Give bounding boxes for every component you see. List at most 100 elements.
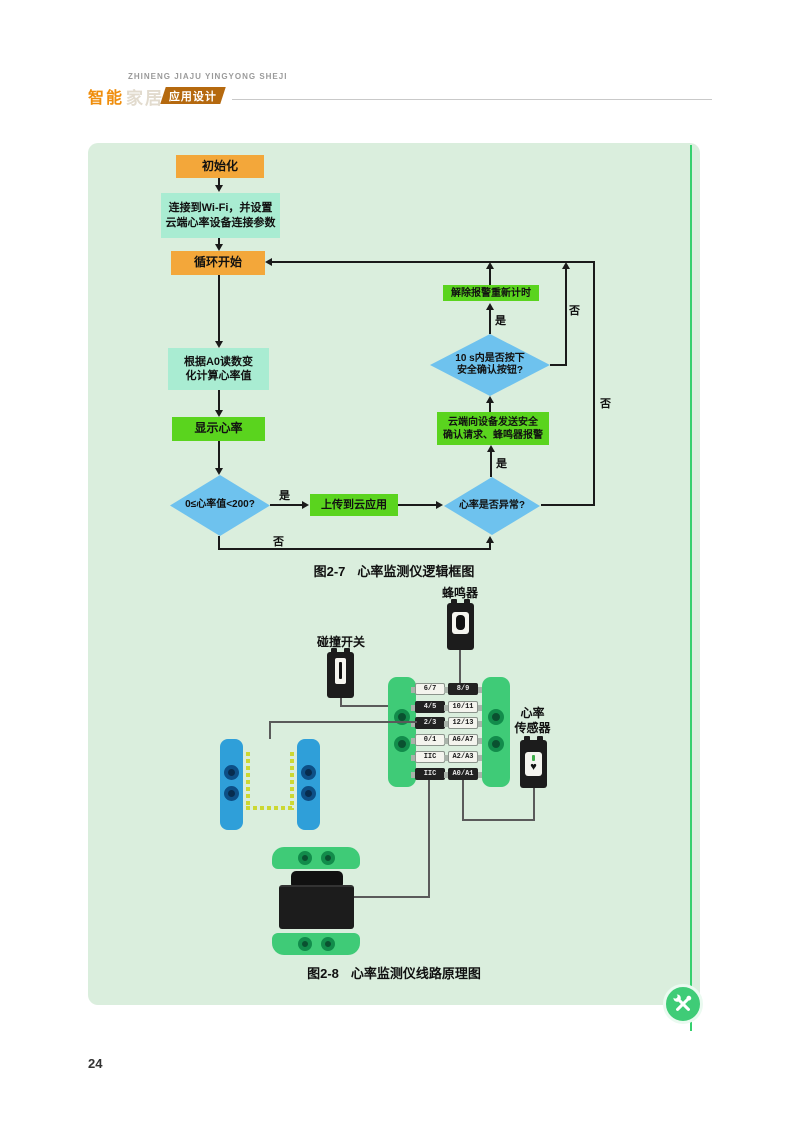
heart-rate-sensor-label: 心率 传感器	[514, 706, 551, 735]
figure-title: 心率监测仪逻辑框图	[357, 564, 475, 579]
connector	[593, 261, 595, 506]
hub-pin-6-7: 6/7	[411, 683, 449, 695]
wire	[459, 650, 461, 683]
label-yes: 是	[279, 490, 290, 502]
hub-pin-2-3: 2/3	[411, 717, 449, 729]
wire	[340, 698, 342, 707]
brand-title: 智能	[88, 90, 125, 107]
page-number: 24	[88, 1056, 103, 1071]
connector	[218, 548, 491, 550]
wire	[270, 721, 417, 723]
sensor-pulse-mark	[532, 755, 535, 761]
hub-pin-0-1: 0/1	[411, 734, 449, 746]
arrowhead	[486, 396, 494, 403]
brand-watermark: 家居	[126, 89, 164, 108]
hub-pin-10-11: 10/11	[444, 701, 482, 713]
flow-node-calc: 根据A0读数变 化计算心率值	[168, 348, 269, 390]
wire	[340, 705, 417, 707]
screw-connector	[224, 786, 239, 801]
wire	[462, 819, 535, 821]
connector	[218, 275, 220, 341]
arrowhead	[486, 262, 494, 269]
connector	[489, 269, 491, 285]
buzzer-window	[452, 612, 469, 634]
connector	[218, 536, 220, 550]
connector	[550, 364, 567, 366]
arrowhead	[215, 468, 223, 475]
arrowhead	[487, 445, 495, 452]
wire	[533, 788, 535, 821]
hub-pin-a6-a7: A6/A7	[444, 734, 482, 746]
flow-node-init: 初始化	[176, 155, 264, 178]
connector	[218, 390, 220, 410]
panel-accent-line	[690, 145, 692, 1031]
label-yes: 是	[495, 315, 506, 327]
flow-node-cloud-request: 云端向设备发送安全 确认请求、蜂鸣器报警	[437, 412, 549, 445]
tools-mascot-icon	[663, 984, 703, 1024]
connector	[489, 543, 491, 550]
wire	[428, 780, 430, 898]
arrowhead	[215, 244, 223, 251]
flow-node-loop-start: 循环开始	[171, 251, 265, 275]
connector	[489, 403, 491, 412]
connector	[489, 310, 491, 334]
arrowhead	[215, 185, 223, 192]
buzzer-module-icon	[447, 599, 474, 650]
connector	[490, 452, 492, 477]
led-dots-row	[246, 806, 294, 810]
screw-connector	[321, 851, 335, 865]
figure-number: 图2-8	[307, 966, 339, 981]
collision-switch-module-icon	[327, 648, 354, 698]
module-tab	[451, 599, 457, 604]
hub-pin-a0-a1: A0/A1	[444, 768, 482, 780]
screw-connector	[488, 736, 504, 752]
switch-lever	[339, 662, 342, 679]
flow-node-wifi: 连接到Wi-Fi，并设置 云端心率设备连接参数	[161, 193, 280, 238]
flow-node-upload: 上传到云应用	[310, 494, 398, 516]
connector	[218, 178, 220, 186]
screw-connector	[301, 786, 316, 801]
arrowhead	[486, 303, 494, 310]
screw-connector	[488, 709, 504, 725]
heart-rate-sensor-module-icon: ♥	[520, 736, 547, 788]
label-no: 否	[569, 305, 580, 317]
figure-2-8-caption: 图2-8 心率监测仪线路原理图	[88, 963, 700, 982]
brand-subtitle-badge: 应用设计	[160, 87, 226, 104]
connector	[398, 504, 437, 506]
connector	[541, 504, 595, 506]
module-tab	[331, 648, 337, 653]
led-dots-column	[246, 752, 250, 810]
display-top-rail	[272, 847, 360, 869]
wire	[269, 721, 271, 739]
collision-switch-label: 碰撞开关	[316, 635, 365, 649]
module-tab	[524, 736, 530, 741]
figure-2-7-caption: 图2-7 心率监测仪逻辑框图	[88, 561, 700, 580]
hub-pin-8-9: 8/9	[444, 683, 482, 695]
screw-connector	[301, 765, 316, 780]
display-bottom-rail	[272, 933, 360, 955]
display-lid	[291, 871, 343, 889]
display-screen	[279, 885, 354, 929]
arrowhead	[486, 536, 494, 543]
led-matrix-left-rail	[220, 739, 243, 830]
hub-pin-iic-2: IIC	[411, 768, 449, 780]
heart-icon: ♥	[530, 761, 537, 773]
connector	[272, 261, 595, 263]
connector	[218, 238, 220, 244]
sensor-window: ♥	[525, 752, 542, 776]
arrowhead	[215, 410, 223, 417]
figure-title: 心率监测仪线路原理图	[350, 966, 481, 981]
label-no: 否	[273, 536, 284, 548]
figure-number: 图2-7	[313, 564, 346, 579]
module-tab	[464, 599, 470, 604]
hub-right-rail	[482, 677, 510, 787]
arrowhead	[562, 262, 570, 269]
label-yes: 是	[496, 458, 507, 470]
wire	[354, 896, 430, 898]
switch-slot	[335, 658, 346, 684]
screw-connector	[224, 765, 239, 780]
connector	[270, 504, 303, 506]
header-rule	[232, 99, 712, 100]
arrowhead	[302, 501, 309, 509]
